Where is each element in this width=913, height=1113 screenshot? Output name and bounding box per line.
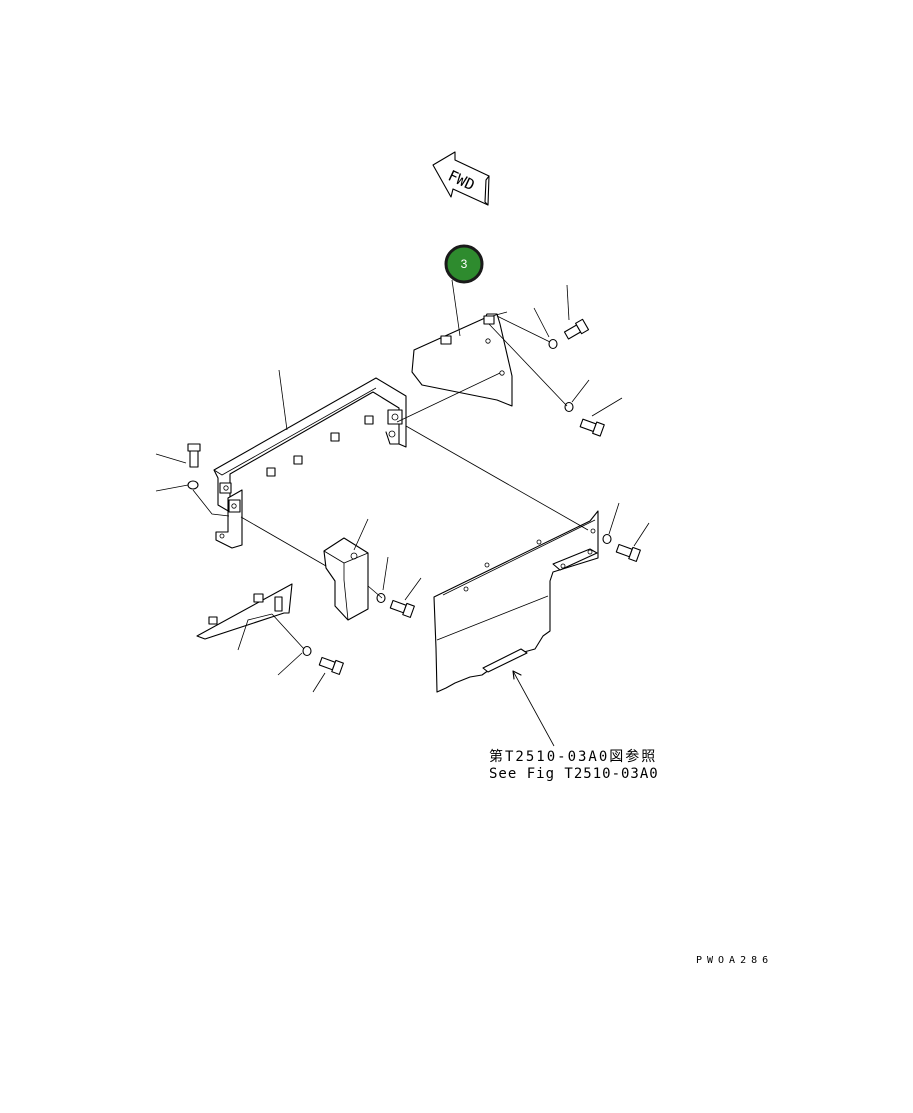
drawing-code: PWOA286 xyxy=(696,955,773,966)
top-rail-bracket xyxy=(213,377,407,513)
upper-bracket-plate xyxy=(411,311,513,407)
reference-note-jp: 第T2510-03A0図参照 xyxy=(489,748,657,765)
bolt-icon xyxy=(318,656,344,675)
fwd-label: FWD xyxy=(445,167,477,195)
washer-icon xyxy=(187,480,199,490)
bolt-icon xyxy=(615,543,641,562)
middle-clamp-block xyxy=(323,537,369,621)
leader-lines xyxy=(155,279,650,747)
callout-3-number: 3 xyxy=(461,257,468,271)
reference-note-en: See Fig T2510-03A0 xyxy=(489,766,659,782)
bolt-icon xyxy=(187,443,201,468)
callout-3-marker xyxy=(444,244,484,284)
left-vertical-bracket xyxy=(215,489,243,549)
fwd-arrow-icon: FWD xyxy=(432,151,490,206)
bolt-icon xyxy=(563,318,590,340)
lower-left-plate xyxy=(196,583,293,640)
washer-icon xyxy=(564,401,574,413)
bolt-icon xyxy=(579,418,605,437)
callout-3[interactable]: 3 xyxy=(444,244,484,284)
washer-icon xyxy=(302,645,312,657)
bolt-icon xyxy=(389,599,415,618)
washer-icon xyxy=(602,533,612,545)
large-lower-panel xyxy=(433,510,599,693)
assembly-lines xyxy=(192,315,589,650)
washer-icon xyxy=(548,338,558,350)
